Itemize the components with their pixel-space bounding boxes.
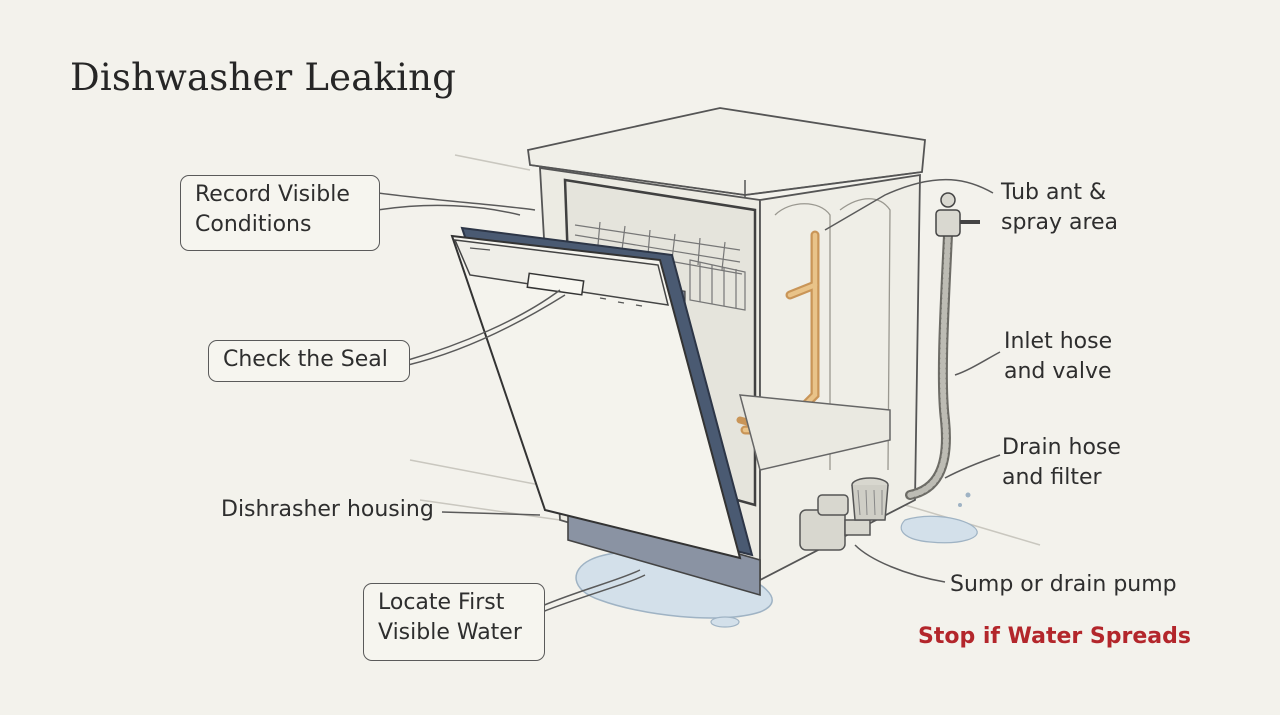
inlet-valve <box>935 192 980 237</box>
door-control-panel <box>453 239 670 306</box>
sump-pump-assembly <box>799 477 889 551</box>
water-drop <box>710 616 740 628</box>
wall-line <box>454 154 531 171</box>
callout-record-conditions: Record Visible Conditions <box>180 175 380 251</box>
tub-basin <box>738 394 891 471</box>
callout-check-seal: Check the Seal <box>208 340 410 382</box>
label-drain-hose: Drain hose and filter <box>1002 435 1121 490</box>
door-handle <box>526 272 585 296</box>
callout-leaders <box>377 178 1001 613</box>
label-tub-spray-area: Tub ant & spray area <box>1001 180 1119 235</box>
callout-locate-water: Locate First Visible Water <box>363 583 545 661</box>
floor-line-right <box>904 504 1041 546</box>
label-sump-pump: Sump or drain pump <box>950 572 1177 597</box>
label-dishwasher-housing: Dishrasher housing <box>221 497 434 522</box>
page-title: Dishwasher Leaking <box>70 56 457 99</box>
label-inlet-hose: Inlet hose and valve <box>1004 329 1113 384</box>
water-puddle-right <box>900 515 978 544</box>
warning-stop-water: Stop if Water Spreads <box>918 624 1191 649</box>
floor-line <box>409 459 561 521</box>
water-drip <box>965 492 971 498</box>
dishwasher-door <box>450 234 742 560</box>
